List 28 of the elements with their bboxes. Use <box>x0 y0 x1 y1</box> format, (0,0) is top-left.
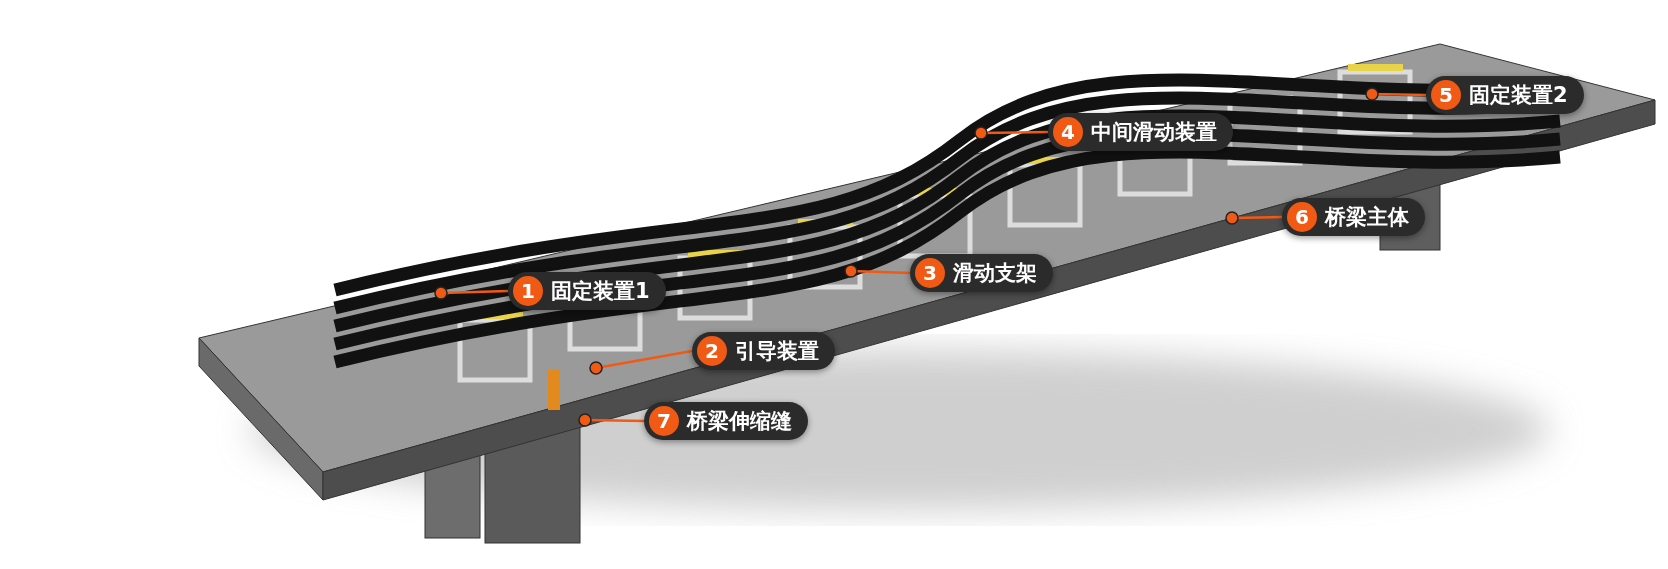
callout-label: 滑动支架 <box>953 260 1037 287</box>
callout-pill <box>508 272 666 310</box>
callout-label: 桥梁伸缩缝 <box>687 408 792 435</box>
leader-line <box>434 286 509 300</box>
callout-number: 2 <box>697 336 727 366</box>
callout-label: 引导装置 <box>735 338 819 365</box>
callout-pill <box>1282 198 1425 236</box>
callout-pill <box>644 402 808 440</box>
leader-line <box>589 349 693 375</box>
leader-line <box>1365 87 1427 101</box>
callout-label: 固定装置1 <box>551 278 650 305</box>
callout-number: 5 <box>1431 80 1461 110</box>
callout-pill <box>1426 76 1584 114</box>
callout-number: 3 <box>915 258 945 288</box>
callout-label: 固定装置2 <box>1469 82 1568 109</box>
leader-line <box>1225 211 1283 225</box>
callout-number: 7 <box>649 406 679 436</box>
callout-number: 1 <box>513 276 543 306</box>
leader-line <box>844 264 911 278</box>
callout-number: 4 <box>1053 117 1083 147</box>
callout-number: 6 <box>1287 202 1317 232</box>
callout-pill <box>910 254 1053 292</box>
callout-pill <box>1048 113 1233 151</box>
callout-label: 中间滑动装置 <box>1091 119 1217 146</box>
leader-line <box>578 413 645 427</box>
callout-pill <box>692 332 835 370</box>
leader-line <box>974 126 1048 140</box>
callout-label: 桥梁主体 <box>1325 204 1409 231</box>
